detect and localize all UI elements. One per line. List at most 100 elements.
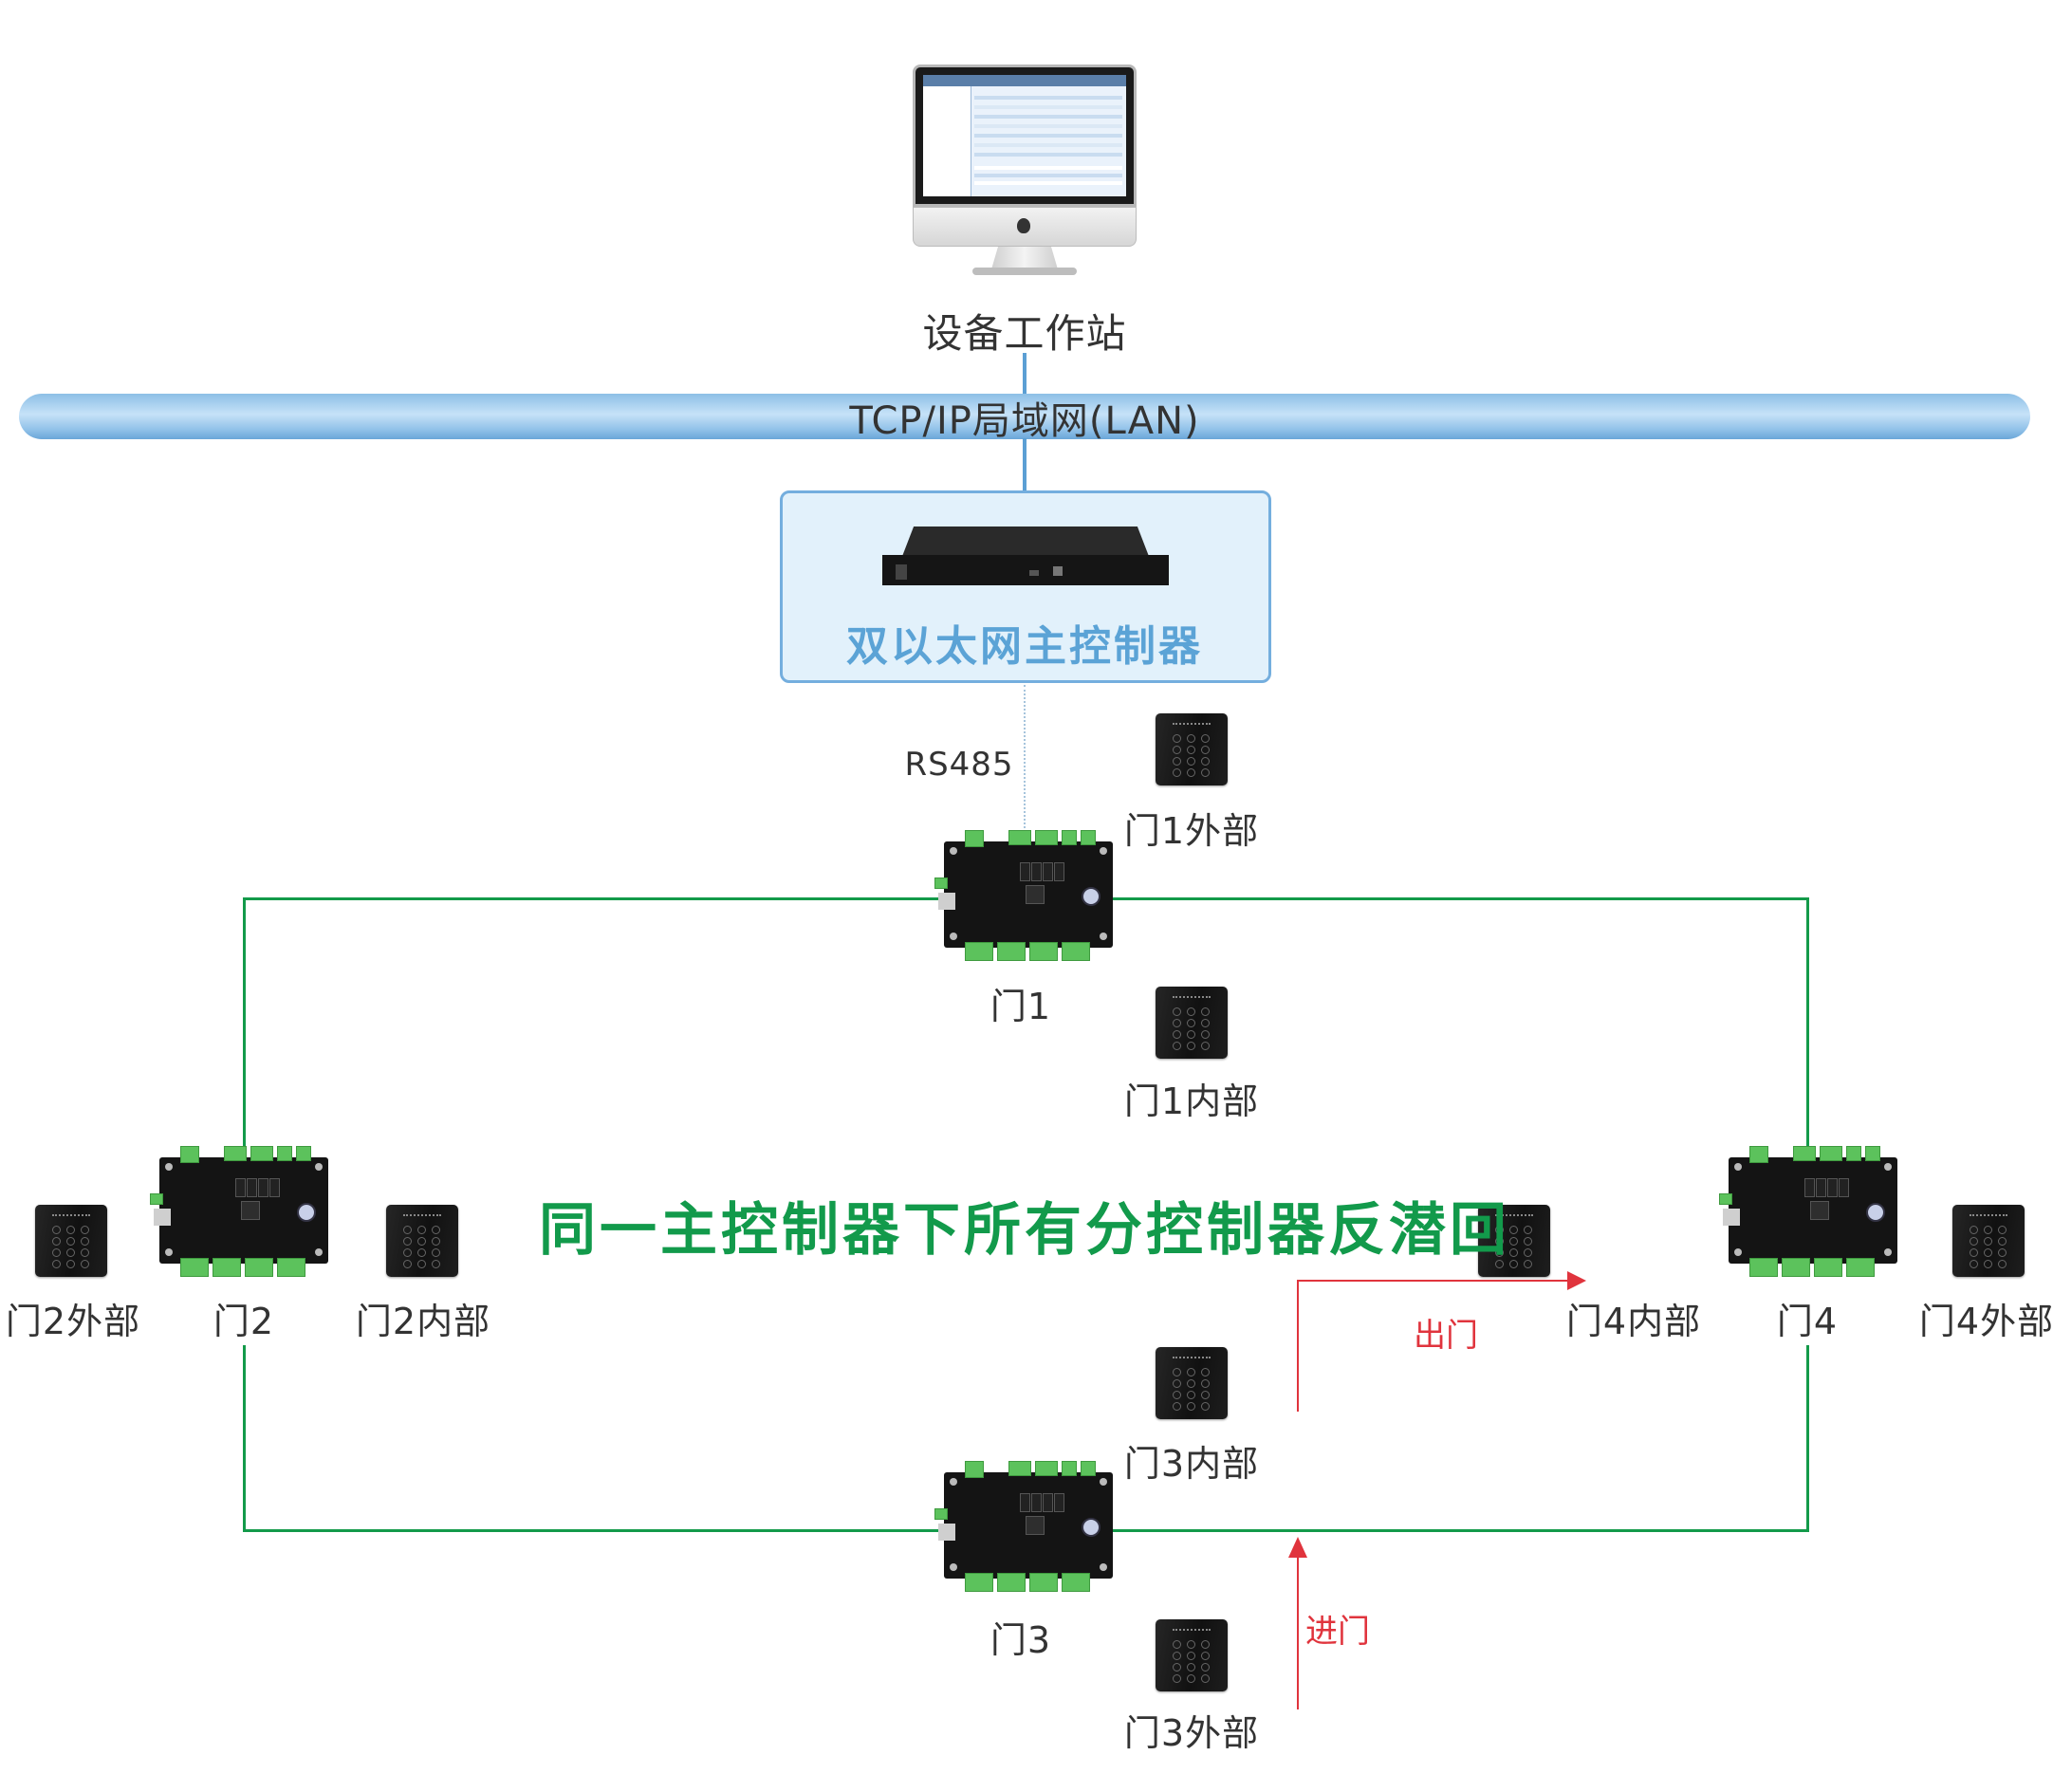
keypad-key-icon <box>81 1237 89 1246</box>
keypad-key-icon <box>1187 1652 1195 1660</box>
keypad-key-icon <box>1201 746 1210 754</box>
main-controller-box <box>780 490 1271 683</box>
loop-bottom-left <box>244 1529 946 1532</box>
terminal-block-icon <box>1782 1258 1810 1277</box>
enter-label: 进门 <box>1305 1613 1370 1651</box>
keypad-key-icon <box>1201 1379 1210 1388</box>
relay-icon <box>1043 862 1053 881</box>
terminal-block-icon <box>1749 1258 1778 1277</box>
keypad-key-icon <box>1524 1226 1532 1234</box>
loop-top-right <box>1112 897 1809 900</box>
main-controller-label: 双以太网主控制器 <box>846 622 1203 671</box>
mount-hole-icon <box>165 1163 173 1171</box>
capacitor-icon <box>297 1203 316 1222</box>
keypad-key-icon <box>66 1226 75 1234</box>
keypad-key-icon <box>1187 1030 1195 1039</box>
terminal-block-icon <box>250 1146 273 1161</box>
keypad-key-icon <box>1509 1248 1518 1257</box>
keypad-key-icon <box>1187 1674 1195 1683</box>
keypad-key-icon <box>1187 746 1195 754</box>
door2-controller-board <box>150 1146 328 1277</box>
chip-icon <box>241 1201 260 1220</box>
relay-icon <box>1839 1178 1849 1197</box>
keypad-key-icon <box>1173 1030 1181 1039</box>
keypad-key-icon <box>81 1226 89 1234</box>
terminal-block-icon <box>180 1258 209 1277</box>
capacitor-icon <box>1082 887 1100 906</box>
led-strip-icon <box>403 1214 441 1219</box>
mount-hole-icon <box>1100 933 1107 940</box>
keypad-key-icon <box>1173 1674 1181 1683</box>
terminal-block-icon <box>934 1508 948 1520</box>
terminal-block-icon <box>997 1573 1026 1592</box>
capacitor-icon <box>1082 1518 1100 1537</box>
ethernet-port-icon <box>938 1524 955 1541</box>
keypad-key-icon <box>1984 1260 1992 1268</box>
keypad-key-icon <box>1187 768 1195 777</box>
terminal-block-icon <box>1029 942 1058 961</box>
terminal-block-icon <box>1081 830 1096 845</box>
workstation-label: 设备工作站 <box>922 310 1127 357</box>
relay-icon <box>1031 1493 1042 1512</box>
led-strip-icon <box>1173 996 1211 1001</box>
keypad-key-icon <box>1998 1248 2007 1257</box>
ethernet-port-icon <box>1723 1209 1740 1226</box>
keypad-key-icon <box>52 1226 61 1234</box>
terminal-block-icon <box>1846 1258 1875 1277</box>
keypad-key-icon <box>52 1260 61 1268</box>
relay-icon <box>1054 1493 1064 1512</box>
keypad-key-icon <box>1495 1237 1504 1246</box>
keypad-key-icon <box>1187 1042 1195 1050</box>
loop-right-lower <box>1806 1345 1809 1532</box>
terminal-block-icon <box>1749 1146 1768 1163</box>
keypad-key-icon <box>1201 1007 1210 1016</box>
door3-inside-label: 门3内部 <box>1123 1443 1260 1485</box>
door2-label: 门2 <box>213 1301 275 1342</box>
door4-controller-board <box>1719 1146 1897 1277</box>
monitor-bezel <box>913 65 1137 207</box>
ethernet-port-icon <box>938 893 955 910</box>
exit-label: 出门 <box>1414 1317 1478 1355</box>
door2-outside-reader-icon <box>35 1205 107 1277</box>
door1-controller-board <box>934 830 1113 961</box>
relay-icon <box>235 1178 246 1197</box>
mount-hole-icon <box>950 847 957 855</box>
keypad-key-icon <box>1201 768 1210 777</box>
keypad-key-icon <box>403 1260 412 1268</box>
terminal-block-icon <box>1035 830 1058 845</box>
mount-hole-icon <box>165 1248 173 1256</box>
rs485-link <box>1024 685 1026 832</box>
keypad-key-icon <box>66 1237 75 1246</box>
keypad-key-icon <box>1970 1248 1978 1257</box>
door2-outside-label: 门2外部 <box>5 1301 141 1342</box>
terminal-block-icon <box>934 878 948 889</box>
relay-icon <box>1816 1178 1826 1197</box>
keypad-key-icon <box>1998 1226 2007 1234</box>
door2-inside-label: 门2内部 <box>355 1301 491 1342</box>
keypad-key-icon <box>1187 734 1195 743</box>
loop-right-upper <box>1806 897 1809 1146</box>
loop-top-left <box>244 897 946 900</box>
keypad-key-icon <box>66 1248 75 1257</box>
keypad-key-icon <box>417 1237 426 1246</box>
keypad-key-icon <box>1970 1237 1978 1246</box>
relay-icon <box>247 1178 257 1197</box>
terminal-block-icon <box>1719 1193 1732 1205</box>
terminal-block-icon <box>180 1146 199 1163</box>
keypad-key-icon <box>1201 1391 1210 1399</box>
terminal-block-icon <box>277 1258 305 1277</box>
door1-outside-label: 门1外部 <box>1123 810 1260 852</box>
door1-outside-reader-icon <box>1156 713 1228 785</box>
led-strip-icon <box>52 1214 90 1219</box>
apple-logo-icon <box>1017 218 1030 233</box>
keypad-key-icon <box>1187 1402 1195 1411</box>
exit-arrow-head-icon <box>1567 1271 1586 1290</box>
terminal-block-icon <box>224 1146 247 1161</box>
keypad-key-icon <box>1201 757 1210 766</box>
relay-icon <box>1020 1493 1030 1512</box>
loop-left-upper <box>243 897 246 1146</box>
terminal-block-icon <box>965 1461 984 1478</box>
terminal-block-icon <box>1062 830 1077 845</box>
keypad-key-icon <box>81 1260 89 1268</box>
monitor-base <box>972 268 1077 275</box>
